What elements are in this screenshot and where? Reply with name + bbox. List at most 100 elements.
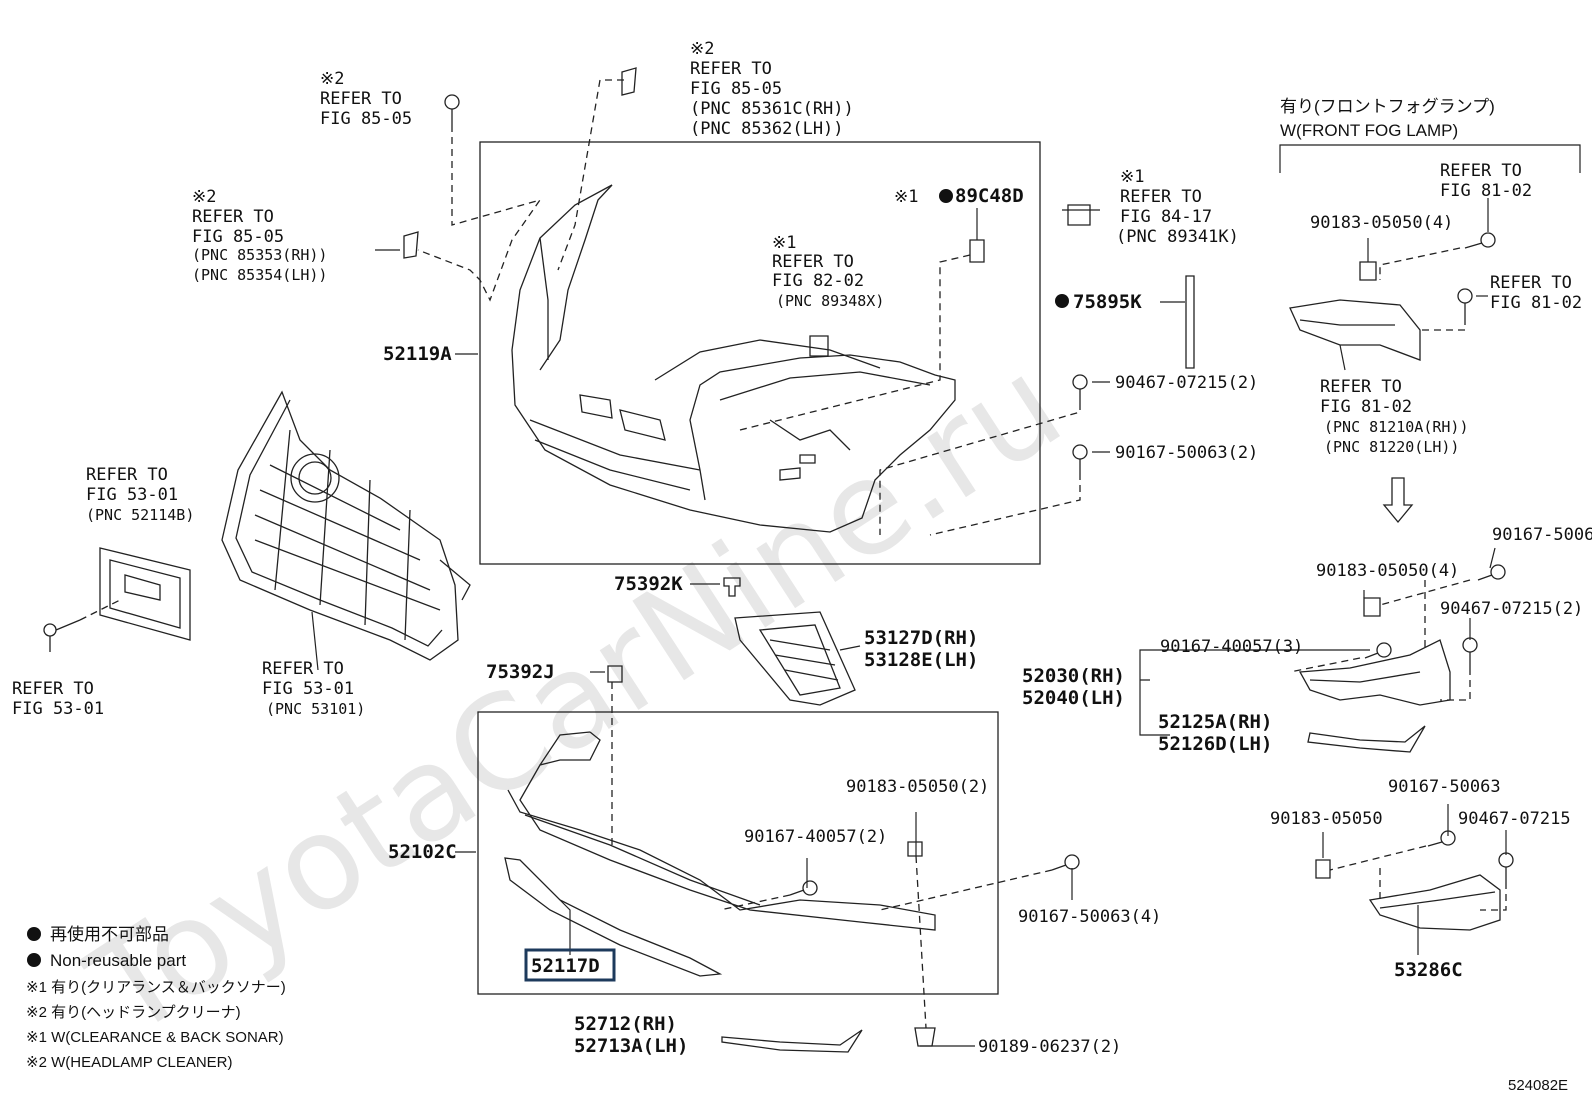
fastener-label: 90167-50063(2) (1115, 443, 1258, 463)
ref-label: REFER TO (1120, 187, 1202, 207)
molding-52125A-drawing (1307, 725, 1426, 753)
grille-drawing (221, 390, 471, 661)
part-52126D: 52126D(LH) (1158, 733, 1272, 755)
ref-note-mark: ※2 (192, 187, 216, 207)
part-75392K: 75392K (614, 573, 683, 595)
ref-label: REFER TO (1490, 273, 1572, 293)
arrow-down-icon (1382, 477, 1414, 524)
ref-fig: FIG 82-02 (772, 271, 864, 291)
ref-label: REFER TO (12, 679, 94, 699)
molding-52712-drawing (721, 1029, 863, 1053)
ref-label: REFER TO (1320, 377, 1402, 397)
ref-pnc: (PNC 89341K) (1116, 227, 1239, 247)
highlight-box (524, 948, 616, 982)
note-mark: ※1 (894, 187, 918, 207)
part-75392J: 75392J (486, 661, 555, 683)
legend-note2-en: ※2 W(HEADLAMP CLEANER) (26, 1054, 233, 1071)
bumper-cover-drawing (511, 184, 956, 533)
ref-label: REFER TO (320, 89, 402, 109)
nonreusable-dot-icon (939, 189, 1069, 308)
ref-fig: FIG 81-02 (1320, 397, 1412, 417)
dashed-lines (79, 79, 1507, 1029)
fastener-label: 90467-07215(2) (1115, 373, 1258, 393)
ref-label: REFER TO (690, 59, 772, 79)
ref-label: REFER TO (86, 465, 168, 485)
fastener-label: 90467-07215(2) (1440, 599, 1583, 619)
legend-nonreusable-jp: 再使用不可部品 (50, 924, 169, 944)
ref-label: REFER TO (262, 659, 344, 679)
legend-note1-en: ※1 W(CLEARANCE & BACK SONAR) (26, 1029, 284, 1046)
ref-fig: FIG 81-02 (1490, 293, 1582, 313)
part-89C48D: 89C48D (955, 185, 1024, 207)
seal-75895K (1185, 275, 1195, 369)
fog-lamp-en: W(FRONT FOG LAMP) (1280, 121, 1458, 140)
ref-fig: FIG 53-01 (86, 485, 178, 505)
part-52040: 52040(LH) (1022, 687, 1125, 709)
fog-lamp-drawing (1289, 299, 1421, 361)
diagram-code: 524082E (1508, 1077, 1568, 1094)
fastener-label: 90167-40057(3) (1160, 637, 1303, 657)
ref-fig: FIG 85-05 (192, 227, 284, 247)
nonreusable-dot-icon (27, 953, 41, 967)
ref-pnc: (PNC 52114B) (86, 506, 194, 524)
leader-lines (311, 198, 1507, 1047)
screw-icon (43, 619, 81, 652)
bolt-icon (444, 94, 1514, 896)
legend-note2-jp: ※2 有り(ヘッドランプクリーナ) (26, 1004, 241, 1021)
part-52030: 52030(RH) (1022, 665, 1125, 687)
part-53128E: 53128E(LH) (864, 649, 978, 671)
ref-fig: FIG 84-17 (1120, 207, 1212, 227)
fastener-label: 90167-50063 (1388, 777, 1501, 797)
fastener-label: 90183-05050 (1270, 809, 1383, 829)
fastener-label: 90189-06237(2) (978, 1037, 1121, 1057)
ref-pnc: (PNC 81210A(RH)) (1324, 418, 1469, 436)
ref-pnc: (PNC 85361C(RH)) (690, 99, 854, 119)
fastener-label: 90467-07215 (1458, 809, 1571, 829)
lower-grille-molding-drawing (504, 857, 723, 977)
fastener-label: 90183-05050(4) (1316, 561, 1459, 581)
part-52119A: 52119A (383, 343, 452, 365)
license-bracket-drawing (99, 547, 191, 641)
ref-pnc: (PNC 53101) (266, 700, 365, 718)
part-52117D: 52117D (531, 955, 600, 977)
ref-pnc: (PNC 89348X) (776, 292, 884, 310)
fastener-label: 90183-05050(4) (1310, 213, 1453, 233)
ref-fig: FIG 53-01 (262, 679, 354, 699)
part-52713A: 52713A(LH) (574, 1035, 688, 1057)
clip-75392K-icon (723, 577, 741, 597)
fog-lamp-jp: 有り(フロントフォグランプ) (1280, 97, 1495, 116)
lower-bumper-drawing (507, 731, 936, 931)
legend-nonreusable-en: Non-reusable part (50, 951, 186, 970)
ref-note-mark: ※1 (1120, 167, 1144, 187)
nonreusable-dot-icon (27, 927, 41, 941)
ref-label: REFER TO (1440, 161, 1522, 181)
side-grille-drawing (734, 611, 856, 706)
legend-note1-jp: ※1 有り(クリアランス＆バックソナー) (26, 979, 286, 996)
fog-lamp-bracket (1279, 144, 1581, 173)
fastener-label: 90167-50063(4) (1018, 907, 1161, 927)
bumper-cover-frame (479, 141, 1041, 565)
clip-75392J-icon (607, 665, 623, 683)
ref-fig: FIG 85-05 (320, 109, 412, 129)
part-52125A: 52125A(RH) (1158, 711, 1272, 733)
undercover-53286C-drawing (1368, 874, 1501, 931)
ref-pnc: (PNC 85354(LH)) (192, 266, 327, 284)
fastener-label: 90183-05050(2) (846, 777, 989, 797)
ref-note-mark: ※2 (320, 69, 344, 89)
ref-note-mark: ※2 (690, 39, 714, 59)
part-52102C: 52102C (388, 841, 457, 863)
ref-note-mark: ※1 (772, 233, 796, 253)
ref-fig: FIG 81-02 (1440, 181, 1532, 201)
part-75895K: 75895K (1073, 291, 1142, 313)
ref-pnc: (PNC 85353(RH)) (192, 246, 327, 264)
part-52712: 52712(RH) (574, 1013, 677, 1035)
ref-fig: FIG 85-05 (690, 79, 782, 99)
lower-bumper-frame (477, 711, 999, 995)
fastener-label: 90167-40057(2) (744, 827, 887, 847)
legend: 再使用不可部品 Non-reusable part ※1 有り(クリアランス＆バ… (26, 924, 286, 1071)
ref-fig: FIG 53-01 (12, 699, 104, 719)
ref-pnc: (PNC 85362(LH)) (690, 119, 844, 139)
fastener-label: 90167-50063(4) (1492, 525, 1592, 545)
